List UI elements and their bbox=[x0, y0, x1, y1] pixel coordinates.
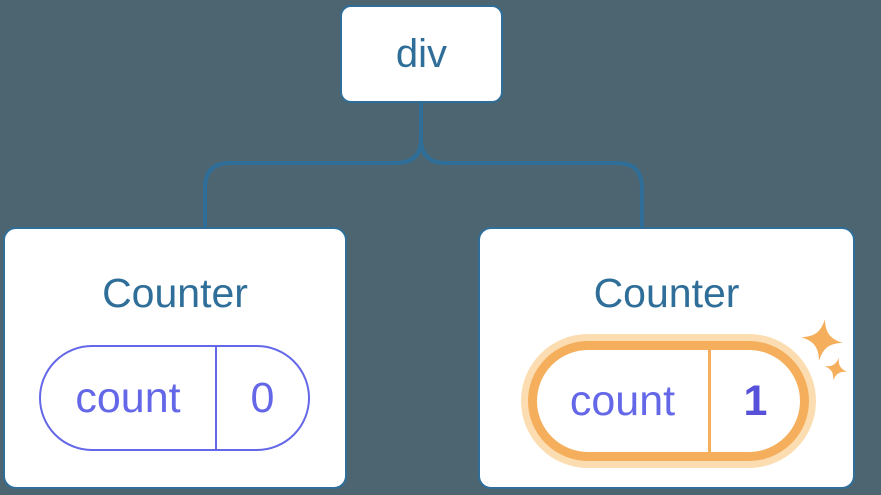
pill-divider bbox=[215, 347, 217, 449]
counter-card-left: Counter count 0 bbox=[3, 227, 347, 489]
state-key-label: count bbox=[75, 373, 181, 422]
pill-divider bbox=[708, 350, 711, 452]
root-node-div: div bbox=[340, 5, 503, 103]
state-pill-highlighted: count 1 bbox=[528, 341, 809, 461]
component-title: Counter bbox=[102, 270, 248, 316]
root-node-label: div bbox=[395, 31, 448, 76]
state-key-label: count bbox=[569, 376, 676, 425]
sparkle-large bbox=[801, 319, 843, 361]
state-value: 0 bbox=[250, 373, 275, 422]
component-title: Counter bbox=[593, 270, 740, 316]
state-value: 1 bbox=[743, 376, 768, 425]
sparkles-icon bbox=[801, 319, 848, 381]
counter-card-right: Counter count 1 bbox=[478, 227, 855, 489]
connector-right-branch bbox=[419, 103, 644, 227]
sparkle-small bbox=[824, 357, 848, 381]
state-pill: count 0 bbox=[39, 345, 310, 451]
connector-left-branch bbox=[203, 103, 423, 227]
